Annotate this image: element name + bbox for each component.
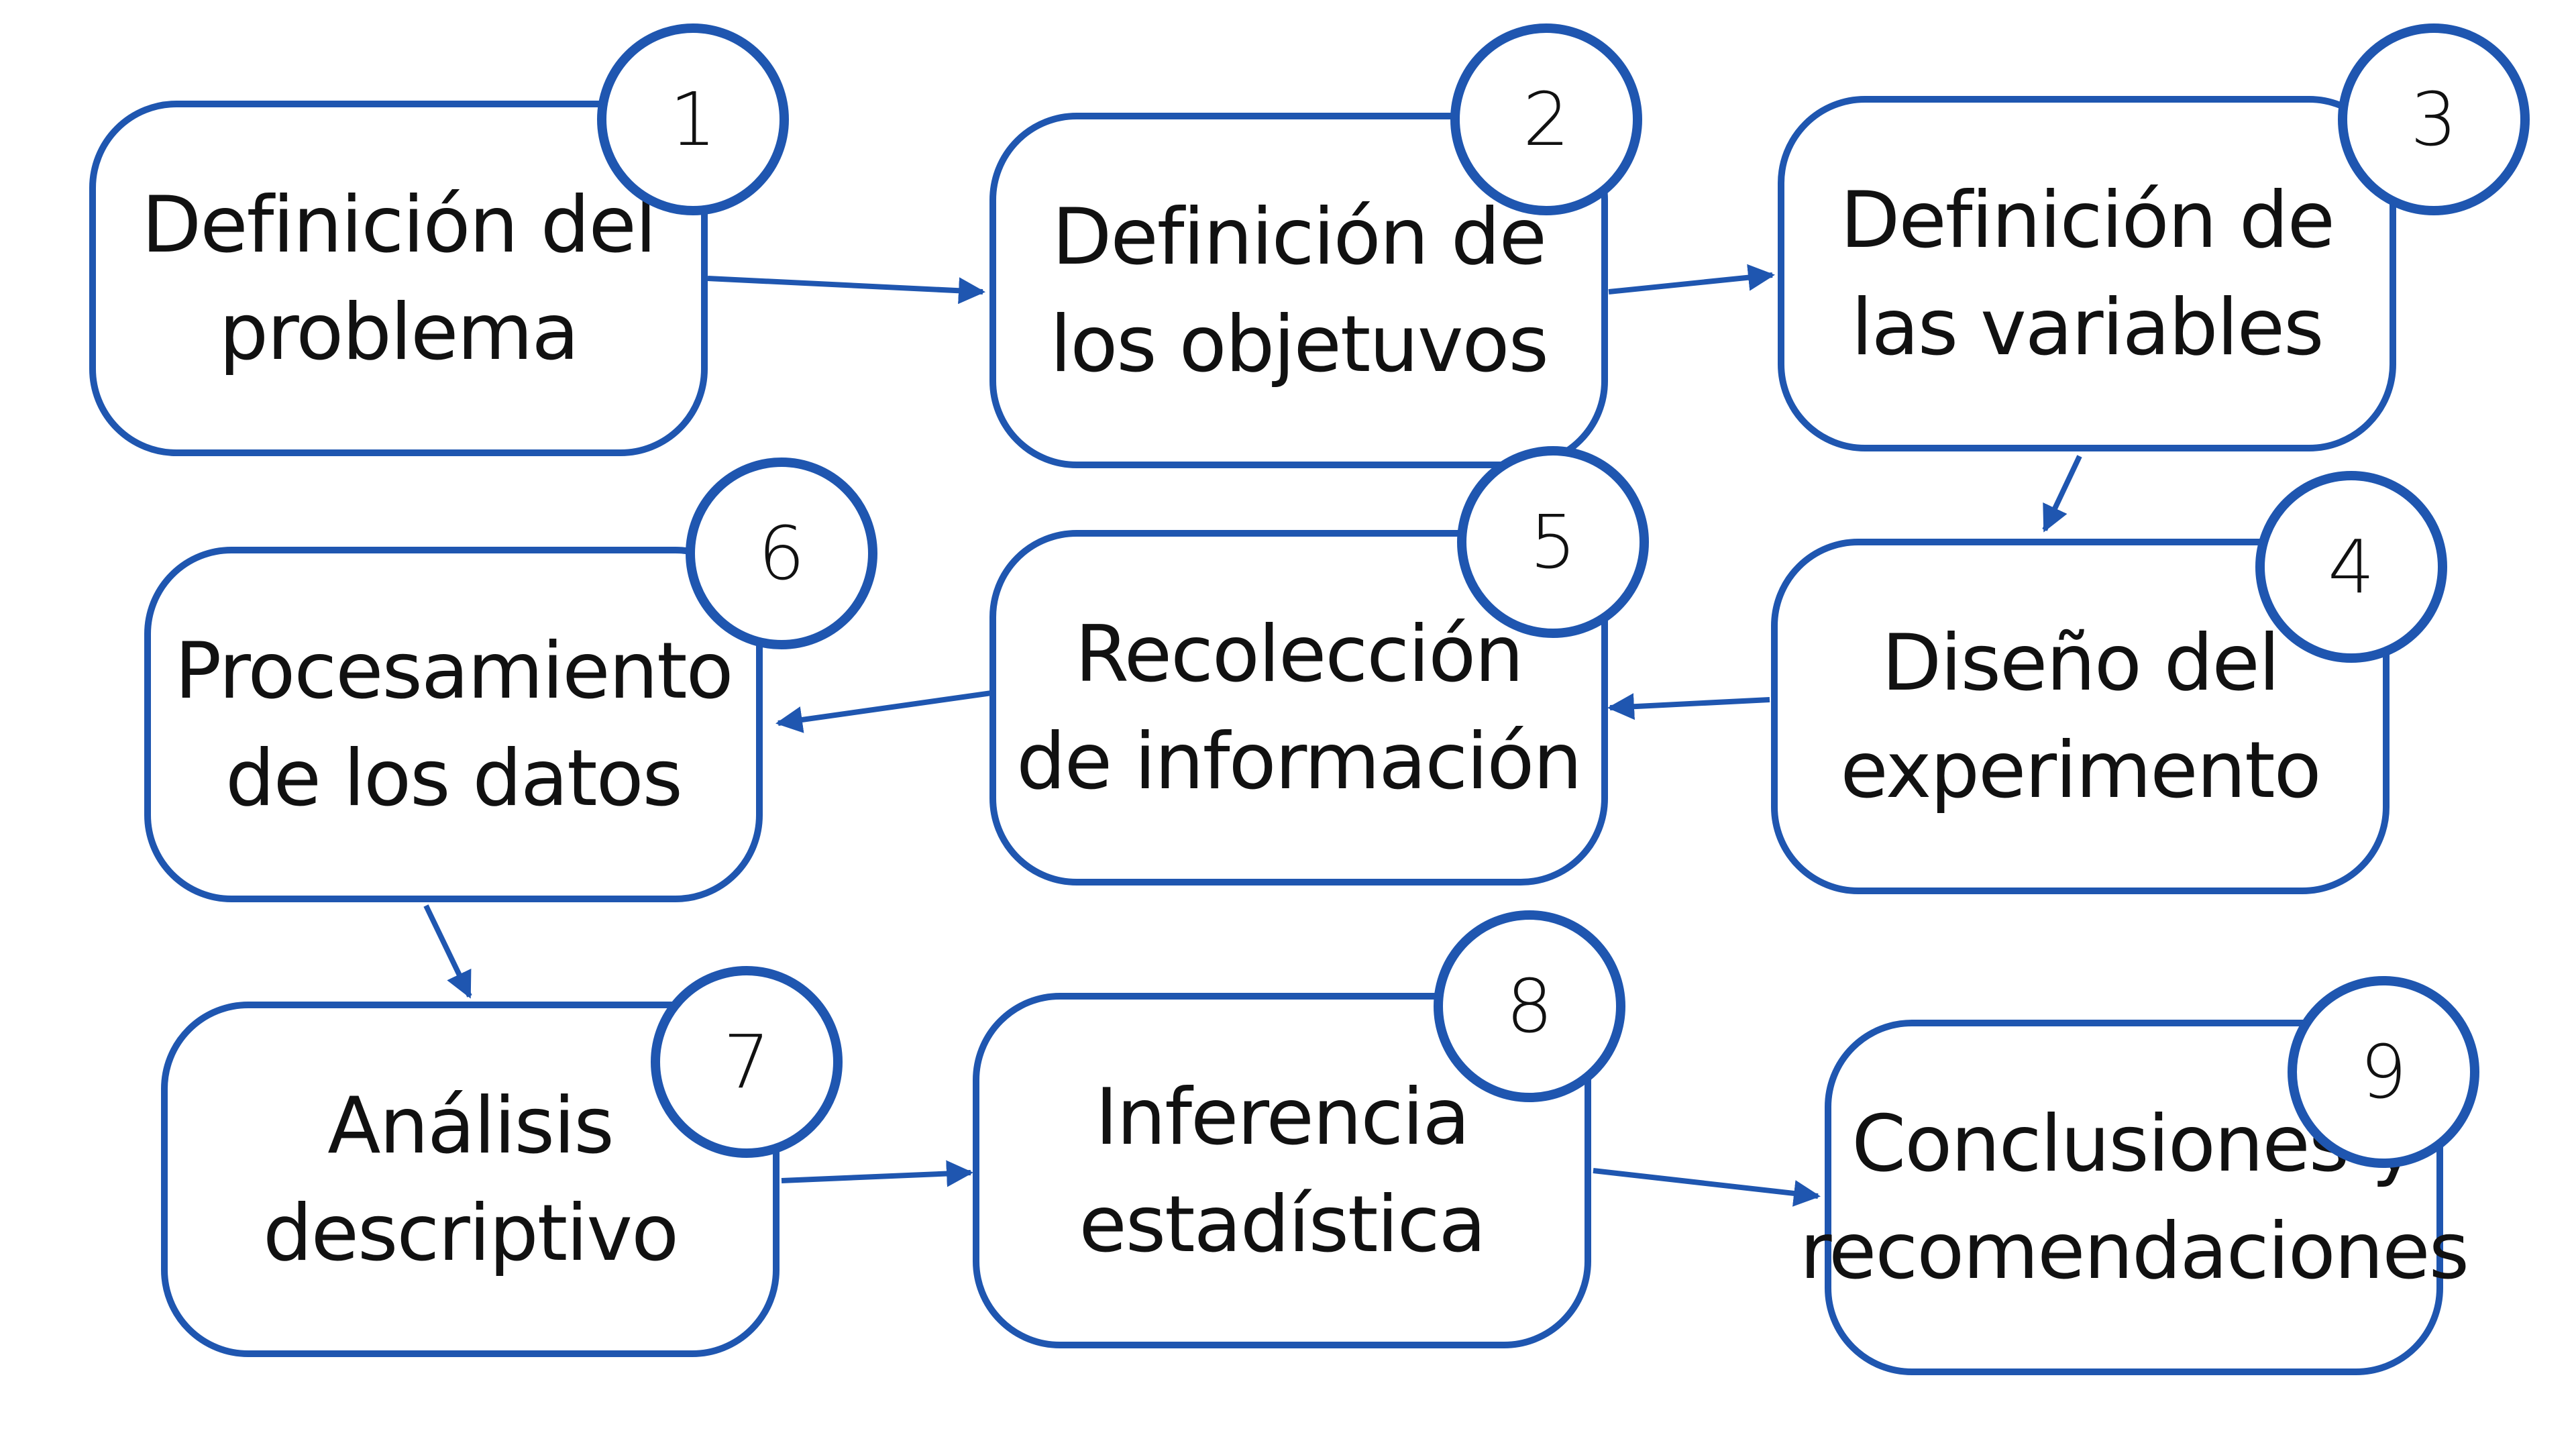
step-number: 1 — [669, 76, 716, 162]
step-box — [989, 530, 1608, 885]
step-box — [144, 547, 763, 902]
step-label-line: estadística — [1079, 1179, 1485, 1270]
arrow-8-to-9 — [1593, 1168, 1821, 1207]
step-label-line: experimento — [1840, 725, 2320, 816]
step-label-line: Definición del — [142, 180, 655, 270]
step-label-line: descriptivo — [263, 1188, 678, 1279]
arrow-1-to-2 — [707, 276, 985, 305]
step-number: 7 — [723, 1019, 770, 1105]
step-box — [1825, 1020, 2443, 1375]
step-label-line: de información — [1016, 716, 1581, 807]
step-5: Recolección de información 5 — [989, 446, 1649, 885]
step-number-badge — [2288, 976, 2479, 1168]
step-label-line: Definición de — [1840, 175, 2334, 266]
step-box — [1771, 539, 2390, 894]
step-label-line: Recolección — [1075, 609, 1522, 700]
arrow-7-to-8 — [781, 1160, 973, 1187]
step-8: Inferencia estadística 8 — [973, 910, 1625, 1348]
step-label-line: de los datos — [225, 733, 682, 824]
arrow-3-to-4 — [2042, 455, 2082, 533]
step-box — [989, 113, 1608, 468]
step-number-badge — [686, 458, 877, 649]
step-label-line: Diseño del — [1882, 618, 2279, 708]
step-number: 6 — [758, 511, 805, 596]
step-4: Diseño del experimento 4 — [1771, 471, 2447, 894]
step-number: 5 — [1529, 499, 1576, 585]
arrow-2-to-3 — [1608, 264, 1775, 294]
step-label-line: Inferencia — [1095, 1072, 1468, 1163]
step-number: 8 — [1506, 963, 1553, 1049]
step-2: Definición de los objetuvos 2 — [989, 23, 1642, 468]
step-label-line: Definición de — [1052, 192, 1546, 282]
step-number: 4 — [2328, 524, 2375, 610]
step-7: Análisis descriptivo 7 — [161, 966, 843, 1357]
step-box — [1778, 96, 2396, 451]
arrow-4-to-5 — [1607, 693, 1770, 720]
step-box — [973, 993, 1591, 1348]
step-number-badge — [2255, 471, 2447, 663]
arrow-5-to-6 — [775, 690, 992, 733]
step-label-line: Análisis — [327, 1081, 613, 1171]
step-number-badge — [1450, 23, 1642, 215]
step-number-badge — [2338, 23, 2530, 215]
step-label-line: Procesamiento — [174, 626, 732, 716]
step-number-badge — [597, 23, 789, 215]
step-label-line: las variables — [1851, 282, 2322, 373]
step-box — [161, 1002, 780, 1357]
step-number: 3 — [2410, 76, 2457, 162]
step-6: Procesamiento de los datos 6 — [144, 458, 877, 902]
step-number-badge — [651, 966, 843, 1158]
flow-arrows — [423, 264, 2082, 1207]
arrow-6-to-7 — [423, 904, 472, 999]
step-number-badge — [1434, 910, 1625, 1102]
step-label-line: los objetuvos — [1050, 299, 1548, 390]
step-3: Definición de las variables 3 — [1778, 23, 2530, 451]
step-label-line: problema — [219, 287, 578, 378]
step-number-badge — [1457, 446, 1649, 638]
step-number: 2 — [1523, 76, 1570, 162]
step-label-line: recomendaciones — [1800, 1206, 2468, 1297]
step-1: Definición del problema 1 — [89, 23, 789, 456]
step-number: 9 — [2360, 1029, 2407, 1115]
step-box — [89, 101, 708, 456]
